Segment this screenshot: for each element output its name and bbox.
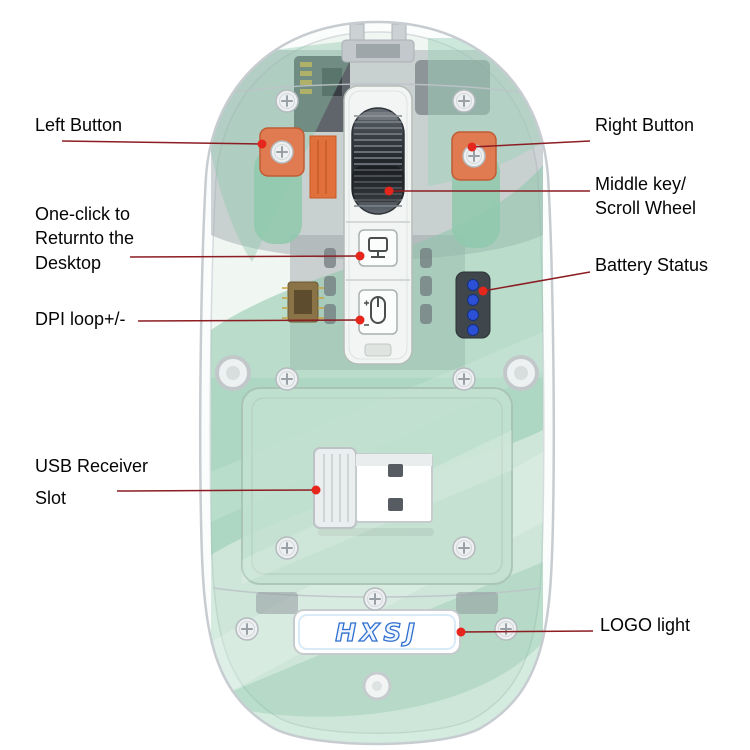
label-one-click: One-click to Returnto the Desktop	[35, 204, 135, 273]
label-dpi-loop: DPI loop+/-	[35, 309, 126, 329]
leader-line-usb	[116, 489, 317, 492]
leader-line-one-click	[129, 255, 361, 258]
usb-hole-top	[388, 464, 403, 477]
pointer-dots	[257, 139, 488, 637]
pointer-dot-one-click	[355, 251, 365, 261]
screw-icon	[452, 536, 476, 560]
column-tab	[364, 343, 392, 357]
pointer-dot-dpi	[355, 315, 365, 325]
monitor-icon	[368, 237, 388, 258]
mouse-internals: HXSJ	[209, 23, 545, 744]
screw-icon	[270, 140, 294, 164]
battery-indicator	[455, 271, 491, 339]
screw-icon	[275, 367, 299, 391]
leader-lines	[61, 140, 594, 633]
bottom-block-right	[456, 592, 498, 614]
center-column	[343, 85, 413, 365]
leader-line-battery	[482, 271, 591, 292]
logo-light-module: HXSJ	[293, 609, 461, 655]
label-middle-key: Middle key/ Scroll Wheel	[595, 174, 697, 219]
leader-line-right-button	[471, 140, 591, 148]
screw-icon	[363, 587, 387, 611]
bottom-block-left	[256, 592, 298, 614]
desktop-button	[358, 229, 398, 267]
label-battery-status: Battery Status	[595, 255, 709, 275]
pointer-dot-usb	[311, 485, 321, 495]
pointer-dot-right-button	[467, 142, 477, 152]
screw-icon	[235, 617, 259, 641]
screw-icon	[494, 617, 518, 641]
dpi-icon	[364, 296, 386, 326]
pointer-dot-battery	[478, 286, 488, 296]
shell-outline	[198, 20, 556, 746]
label-logo-light: LOGO light	[600, 615, 691, 635]
leader-line-logo	[460, 630, 594, 633]
usb-receiver	[313, 447, 434, 536]
ic-chip	[282, 281, 324, 323]
leader-line-dpi	[137, 319, 361, 322]
left-button-switch	[259, 127, 305, 177]
right-button-switch	[451, 131, 497, 181]
top-connector	[341, 23, 415, 63]
flex-cable	[309, 135, 337, 199]
scroll-wheel	[351, 107, 405, 215]
pointer-dot-left-button	[257, 139, 267, 149]
side-ring-left	[215, 355, 251, 391]
pointer-dot-middle-key	[384, 186, 394, 196]
screw-icon	[452, 89, 476, 113]
label-usb-receiver: USB Receiver Slot	[35, 456, 149, 509]
pointer-dot-logo	[456, 627, 466, 637]
dpi-button	[358, 289, 398, 335]
screw-icon	[275, 89, 299, 113]
screw-icon	[275, 536, 299, 560]
usb-hole-bottom	[388, 498, 403, 511]
label-left-button: Left Button	[35, 115, 123, 135]
screw-icon	[452, 367, 476, 391]
logo-text: HXSJ	[335, 618, 419, 647]
vent-slots	[324, 248, 432, 324]
shell-seam-top	[210, 83, 544, 97]
pcb-left	[294, 56, 350, 132]
side-ring-right	[503, 355, 539, 391]
power-sensor	[362, 671, 392, 701]
leader-line-left-button	[61, 140, 263, 145]
label-right-button: Right Button	[595, 115, 695, 135]
